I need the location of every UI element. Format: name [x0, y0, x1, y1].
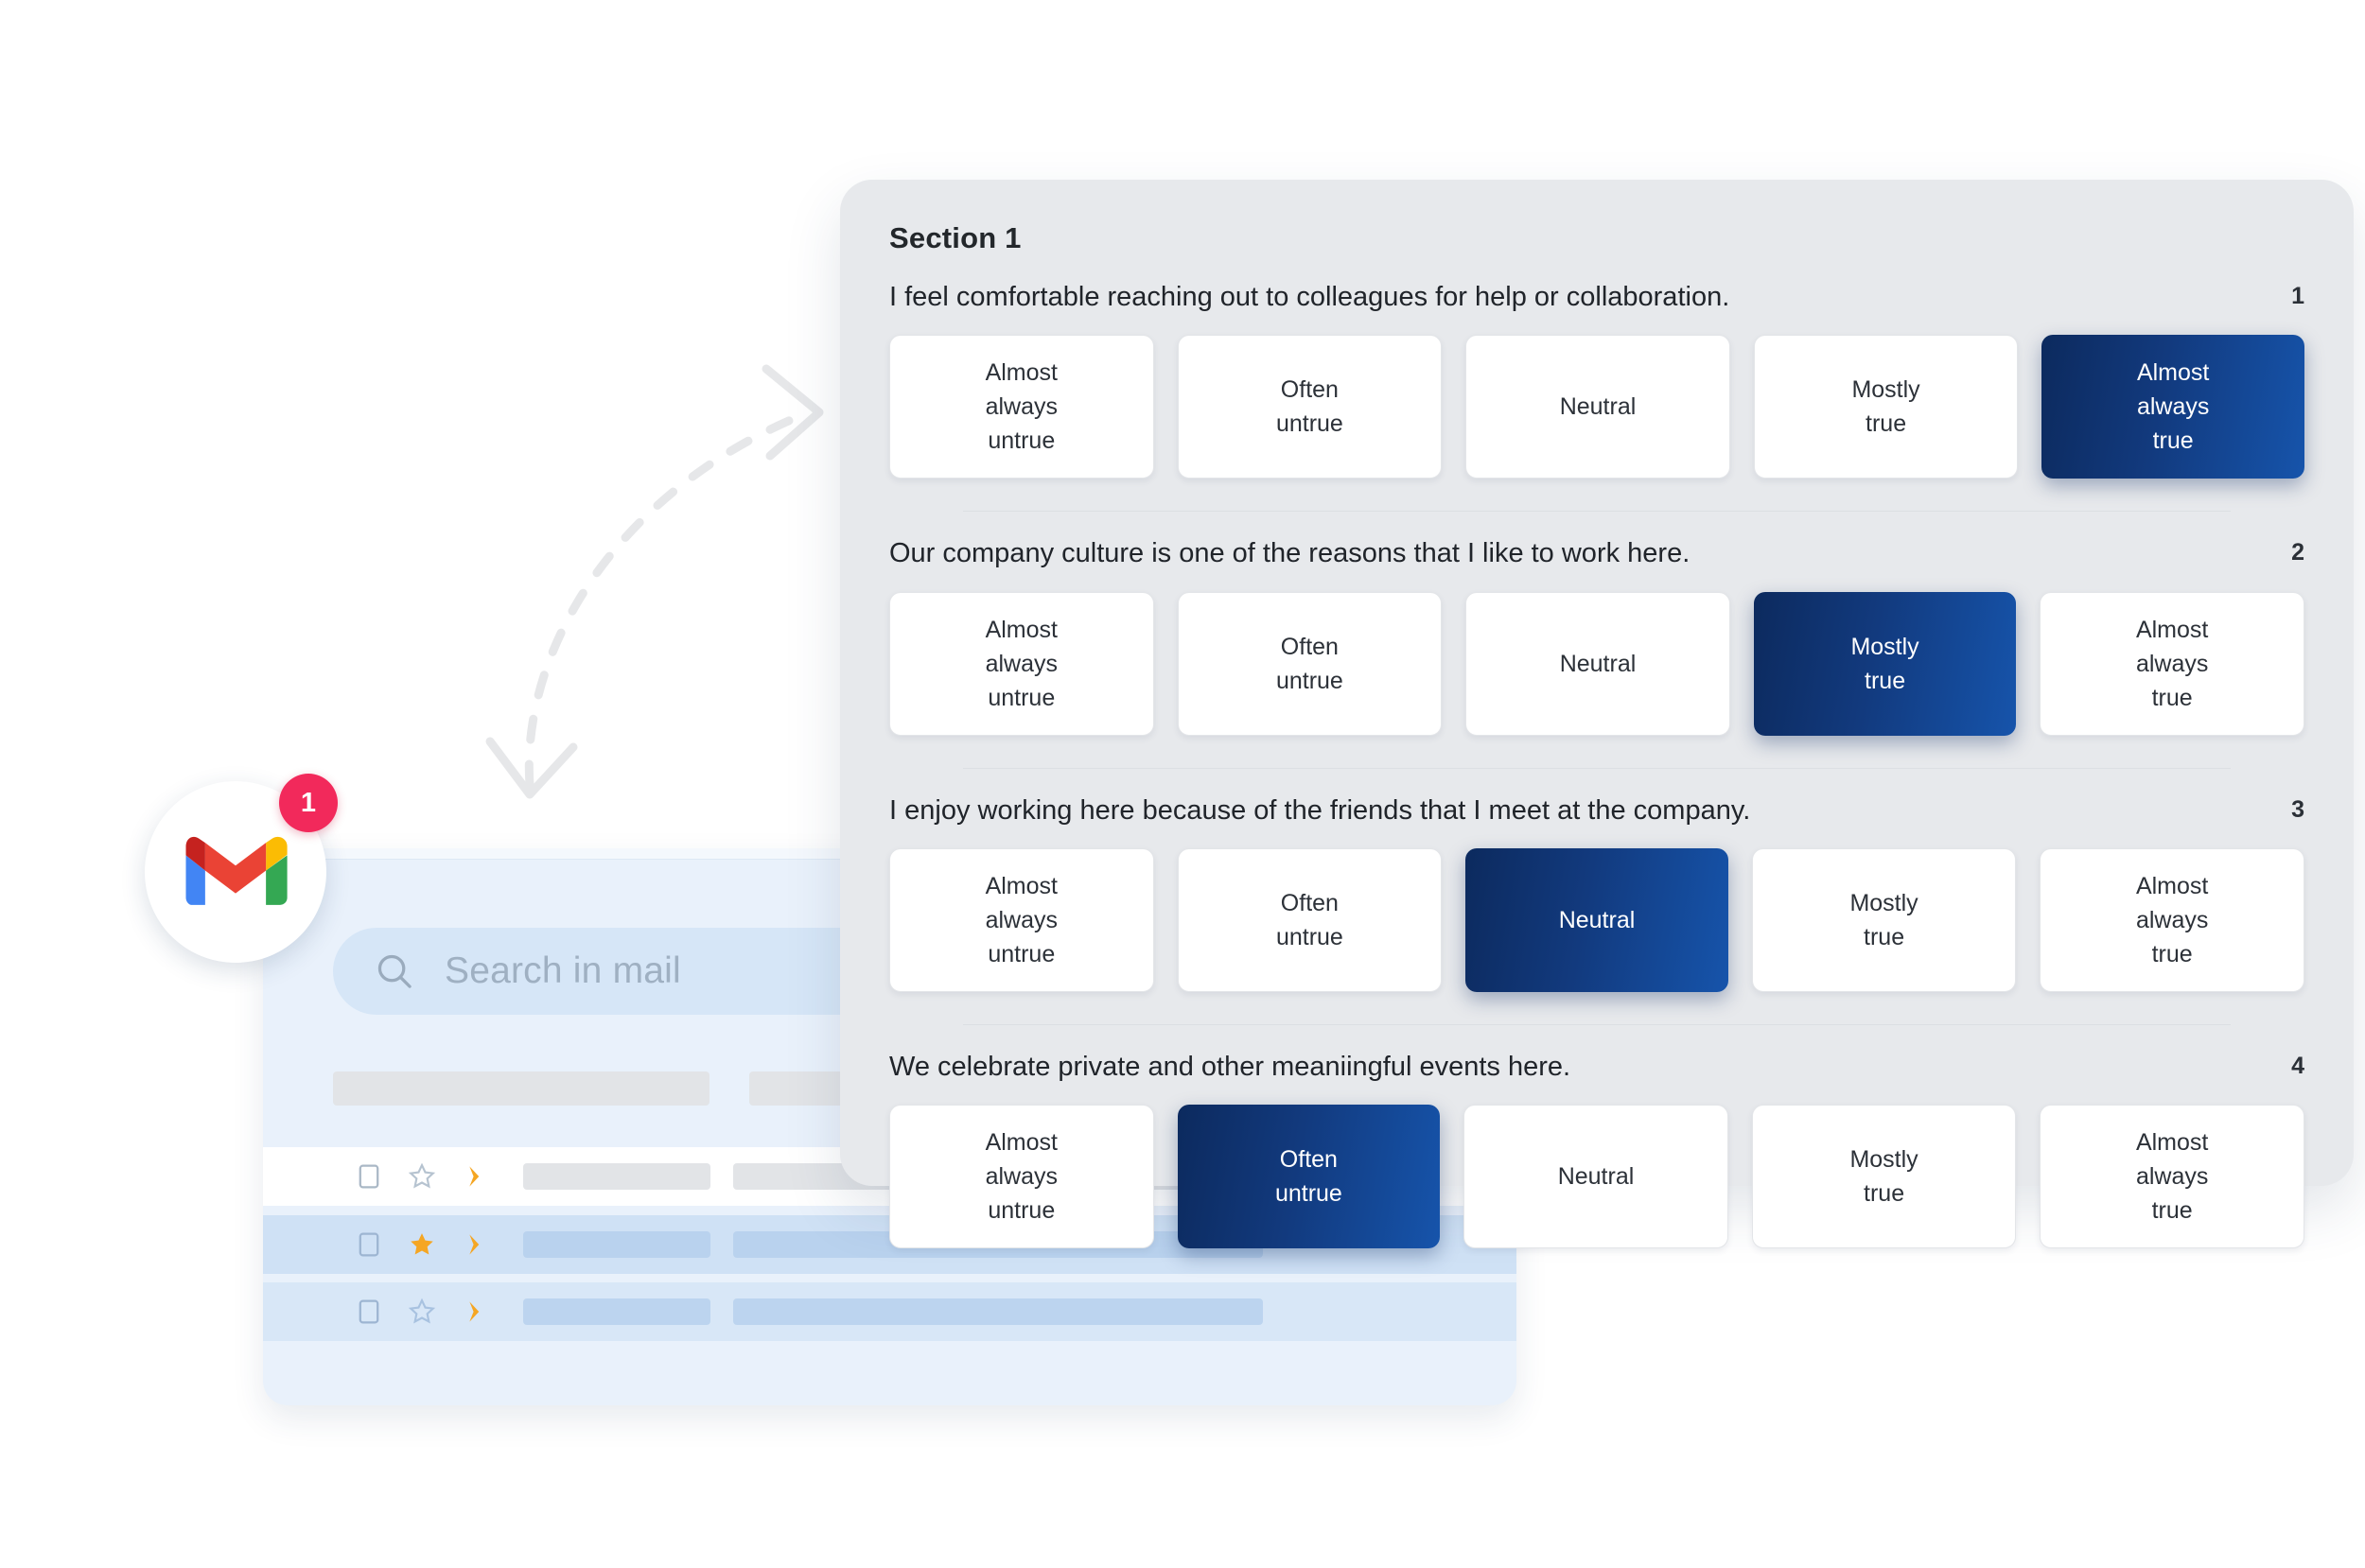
important-marker-icon[interactable]: [459, 1296, 491, 1328]
question-number: 4: [2291, 1052, 2304, 1079]
question-block-1: I feel comfortable reaching out to colle…: [889, 280, 2304, 479]
star-icon[interactable]: [406, 1228, 438, 1261]
divider: [963, 767, 2231, 769]
important-marker-icon[interactable]: [459, 1160, 491, 1193]
star-icon[interactable]: [406, 1296, 438, 1328]
important-marker-icon[interactable]: [459, 1228, 491, 1261]
checkbox-icon[interactable]: [353, 1296, 385, 1328]
question-number: 3: [2291, 795, 2304, 823]
question-header: I enjoy working here because of the frie…: [889, 793, 2304, 828]
gmail-logo: [145, 781, 326, 963]
search-icon: [373, 950, 416, 993]
likert-option[interactable]: Neutral: [1465, 591, 1730, 736]
question-header: I feel comfortable reaching out to colle…: [889, 280, 2304, 314]
divider: [963, 511, 2231, 513]
question-header: Our company culture is one of the reason…: [889, 536, 2304, 570]
divider: [963, 1023, 2231, 1025]
question-header: We celebrate private and other meaniingf…: [889, 1050, 2304, 1084]
question-text: I enjoy working here because of the frie…: [889, 794, 1751, 826]
question-text: We celebrate private and other meaniingf…: [889, 1051, 1571, 1082]
question-block-4: We celebrate private and other meaniingf…: [889, 1050, 2304, 1248]
dashed-arrow-decoration: [378, 340, 870, 813]
email-preview-placeholder: [523, 1298, 1263, 1325]
question-text: Our company culture is one of the reason…: [889, 538, 1691, 569]
question-text: I feel comfortable reaching out to colle…: [889, 282, 1730, 312]
question-number: 1: [2291, 283, 2304, 309]
unread-count-badge: 1: [279, 774, 338, 832]
likert-option-selected[interactable]: Neutral: [1465, 847, 1728, 992]
star-icon[interactable]: [406, 1160, 438, 1193]
checkbox-icon[interactable]: [353, 1160, 385, 1193]
question-block-2: Our company culture is one of the reason…: [889, 536, 2304, 736]
placeholder-bar: [333, 1071, 710, 1106]
question-number: 2: [2291, 539, 2304, 566]
question-block-3: I enjoy working here because of the frie…: [889, 793, 2304, 992]
page-title: Section 1: [889, 221, 1022, 254]
search-placeholder: Search in mail: [445, 950, 681, 991]
survey-card: Section 1 I feel comfortable reaching ou…: [840, 180, 2354, 1248]
checkbox-icon[interactable]: [353, 1228, 385, 1261]
likert-option[interactable]: Neutral: [1463, 1105, 1728, 1248]
list-item[interactable]: [263, 1282, 1516, 1341]
likert-option[interactable]: Neutral: [1465, 335, 1730, 479]
